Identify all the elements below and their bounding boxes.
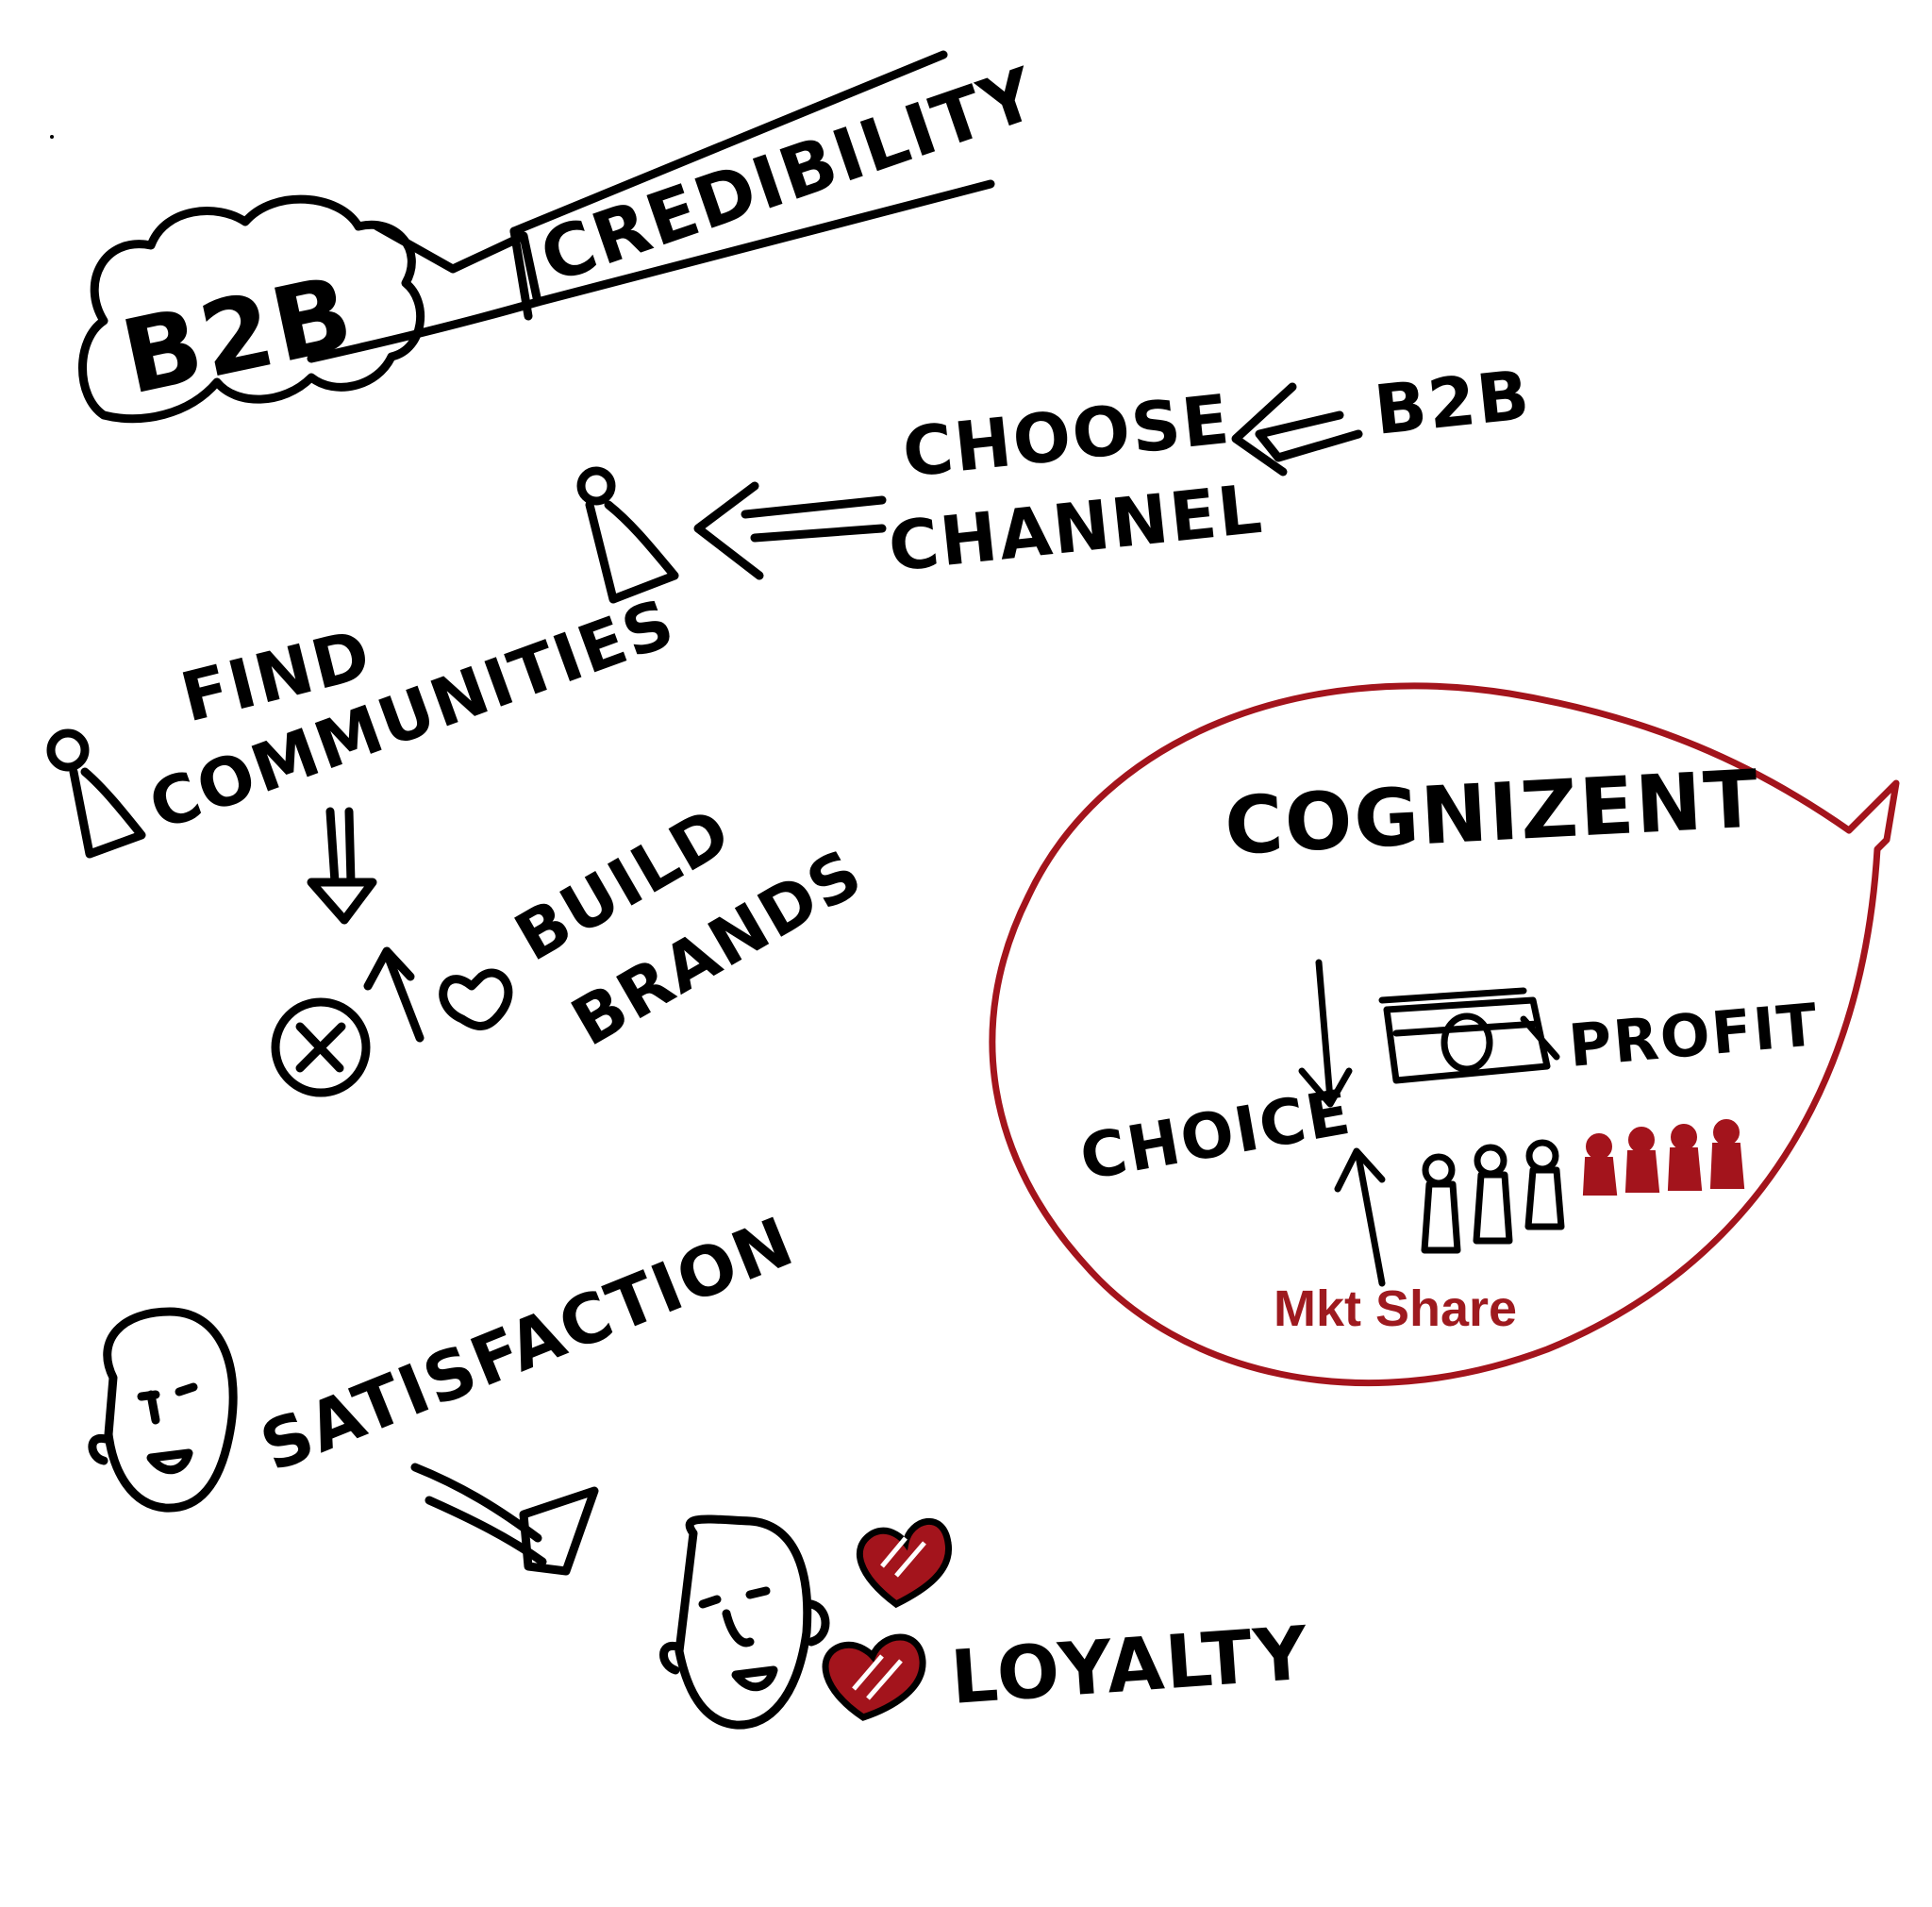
market-share-people-icon	[1421, 1119, 1745, 1254]
person-icon	[576, 466, 679, 604]
arrow-icon	[1298, 959, 1353, 1108]
satisfaction-label: SATISFACTION	[250, 1201, 805, 1487]
b2b-small-label: B2B	[1371, 355, 1535, 450]
choose-label: CHOOSE	[899, 379, 1234, 493]
speech-bubble-icon	[989, 682, 1900, 1387]
heart-icon	[439, 968, 513, 1030]
arrow-icon	[363, 946, 425, 1043]
x-circle-icon	[271, 997, 371, 1097]
face-icon	[659, 1514, 830, 1730]
choice-label: CHOICE	[1074, 1076, 1357, 1195]
arrow-icon	[1334, 1147, 1386, 1287]
profit-label: PROFIT	[1566, 990, 1822, 1080]
loyalty-label: LOYALTY	[948, 1612, 1312, 1721]
b2b-cloud-label: B2B	[112, 254, 363, 417]
pencil-icon	[307, 50, 995, 363]
arrow-icon	[410, 1463, 599, 1576]
arrow-icon	[307, 807, 377, 925]
face-icon	[88, 1307, 238, 1513]
money-icon	[1378, 987, 1560, 1084]
heart-icon	[822, 1518, 953, 1721]
mkt-share-label: Mkt Share	[1274, 1280, 1517, 1337]
b2b-cloud-icon	[78, 194, 425, 424]
arrow-icon	[693, 481, 887, 580]
person-icon	[46, 728, 146, 859]
cognizent-label: COGNIZENT	[1223, 752, 1762, 873]
credibility-label: CREDIBILITY	[530, 51, 1047, 299]
arrow-icon	[1231, 382, 1363, 477]
